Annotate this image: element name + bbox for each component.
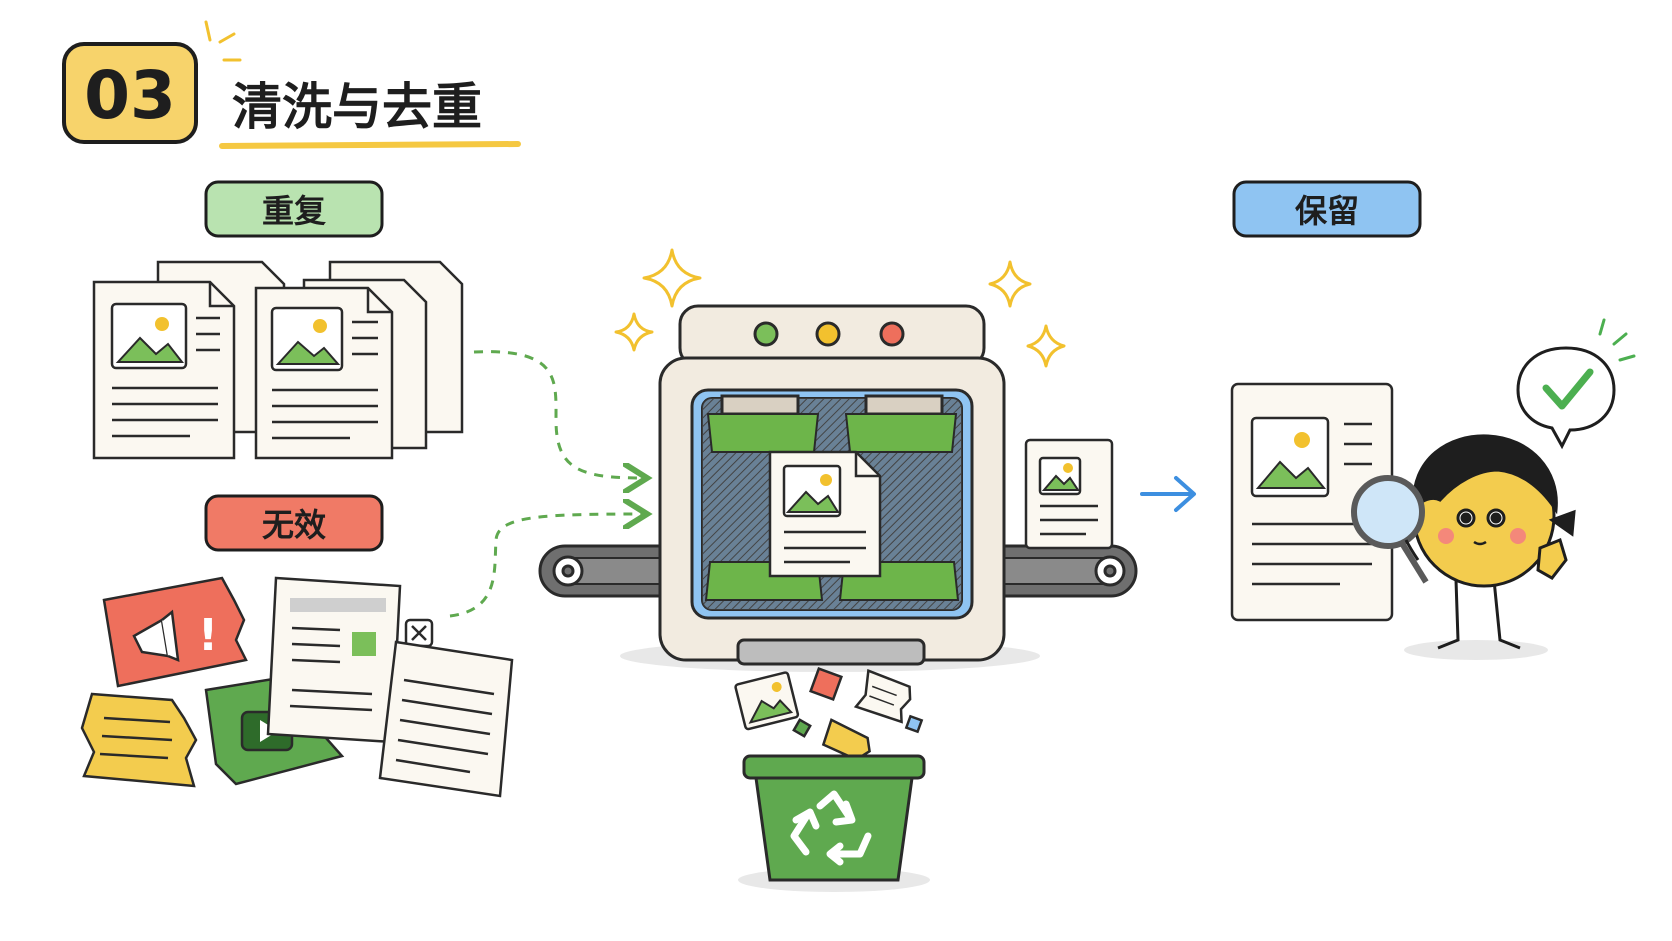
header-sparkle-icon [204, 20, 242, 62]
flow-arrows-in [449, 350, 644, 618]
duplicate-doc-b [254, 286, 394, 460]
falling-debris [734, 667, 924, 761]
debris-square [809, 667, 843, 701]
kept-document [1230, 382, 1394, 622]
section-header: 03 清洗与去重 [62, 20, 521, 149]
debris-image-card [734, 671, 800, 731]
section-number: 03 [84, 57, 176, 134]
section-number-badge: 03 [62, 42, 198, 144]
brush-top-right [844, 394, 958, 453]
ad-ticket: ! [102, 576, 248, 688]
document-being-cleaned [768, 450, 882, 578]
inspector-character [1351, 434, 1576, 660]
title-underline [219, 141, 521, 149]
torn-note [80, 692, 198, 788]
recycle-bin [738, 754, 930, 892]
exiting-document [1024, 438, 1114, 550]
red-light-icon [879, 321, 905, 347]
section-title: 清洗与去重 [232, 78, 482, 136]
sparkle-icon [614, 312, 654, 352]
cleaning-machine [538, 304, 1138, 672]
sparkle-icon [642, 248, 702, 308]
recycle-icon [790, 790, 872, 866]
checkmark-icon [1542, 368, 1594, 410]
invalid-flow-arrow [449, 514, 644, 618]
sparkle-icons [614, 248, 1066, 368]
blank-document [378, 640, 514, 798]
sparkle-icon [988, 260, 1032, 308]
keep-label: 保留 [1295, 192, 1359, 230]
duplicate-doc-a [92, 280, 236, 460]
magnifier-icon [1351, 475, 1429, 584]
debris-bit [904, 714, 924, 734]
keep-pill: 保留 [1232, 180, 1422, 238]
invalid-pill: 无效 [204, 494, 384, 552]
sparkle-icon [1026, 324, 1066, 368]
duplicate-flow-arrow [473, 350, 644, 478]
debris-note [853, 668, 912, 724]
exclamation-icon: ! [198, 610, 218, 661]
approval-bubble [1516, 318, 1636, 450]
duplicate-pill: 重复 [204, 180, 384, 238]
duplicate-label: 重复 [262, 192, 326, 230]
thumbs-up-icon [1536, 537, 1568, 580]
output-arrow [1140, 476, 1196, 512]
duplicate-documents [92, 260, 464, 460]
hair-bun [1548, 509, 1576, 537]
bubble-sparkle-icon [1598, 318, 1636, 362]
invalid-label: 无效 [262, 506, 326, 544]
yellow-light-icon [815, 321, 841, 347]
debris-bit [792, 718, 812, 738]
green-light-icon [753, 321, 779, 347]
invalid-items: ! [80, 576, 514, 798]
